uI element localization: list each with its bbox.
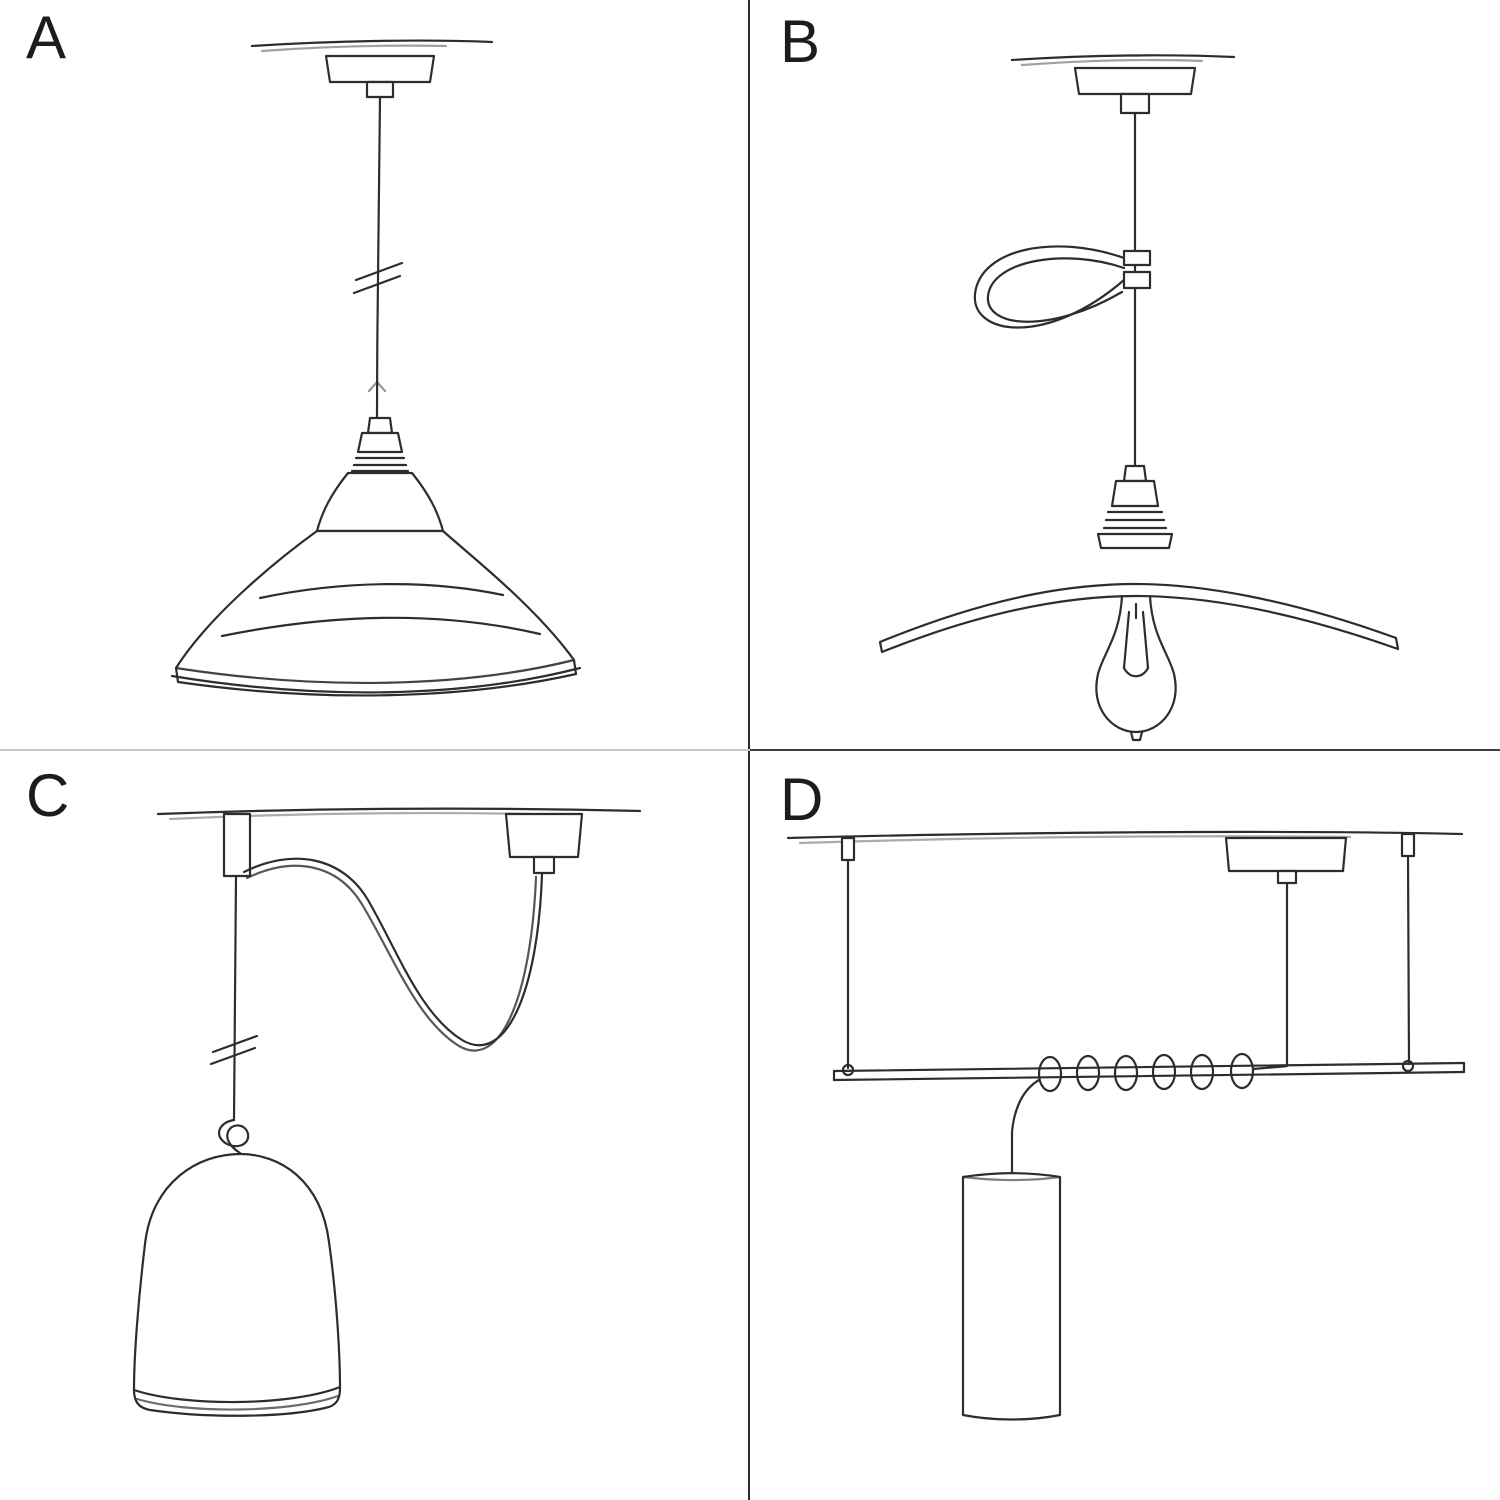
panel-d-label: D <box>780 766 825 833</box>
panel-b: B <box>750 0 1500 750</box>
ceiling-rose <box>504 812 584 875</box>
panel-c: C <box>0 750 750 1500</box>
ceiling-line <box>250 39 494 53</box>
ceiling-rose <box>324 54 436 99</box>
suspension-cables <box>840 832 1416 1070</box>
lamp-holder <box>315 416 445 533</box>
industrial-shade <box>170 529 582 697</box>
tube-pendant <box>961 1172 1062 1421</box>
cord-knot <box>217 1118 250 1155</box>
ceiling-line <box>1010 54 1236 67</box>
ceiling-rose <box>1224 836 1348 885</box>
pendant-flat-shade-edison-bulb-hook-sketch <box>878 54 1400 742</box>
swag-cable <box>242 857 544 1052</box>
bell-shade <box>132 1152 342 1417</box>
panel-d: D <box>750 750 1500 1500</box>
pendant-industrial-shade-sketch <box>170 39 582 697</box>
panel-a: A <box>0 0 750 750</box>
lamp-holder <box>1096 464 1174 550</box>
ceiling-line <box>786 830 1464 845</box>
cable-hook <box>973 245 1152 329</box>
bar-suspension-coiled-cable-tube-pendant-sketch <box>786 830 1466 1421</box>
drop-cable <box>209 874 259 1122</box>
horizontal-divider-left <box>0 749 750 751</box>
panel-b-label: B <box>780 8 822 75</box>
pendant-cable <box>352 95 404 420</box>
swag-hook <box>222 812 252 878</box>
cable-coil <box>1010 1052 1289 1176</box>
horizontal-divider-right <box>750 749 1500 751</box>
horizontal-bar <box>832 1059 1466 1082</box>
ceiling-rose <box>1073 66 1197 115</box>
flat-plate-shade <box>878 582 1400 654</box>
panel-c-label: C <box>26 762 71 829</box>
edison-bulb <box>1095 594 1177 742</box>
ceiling-line <box>156 807 642 821</box>
swag-pendant-bell-shade-sketch <box>132 807 642 1417</box>
panel-a-label: A <box>26 4 68 71</box>
